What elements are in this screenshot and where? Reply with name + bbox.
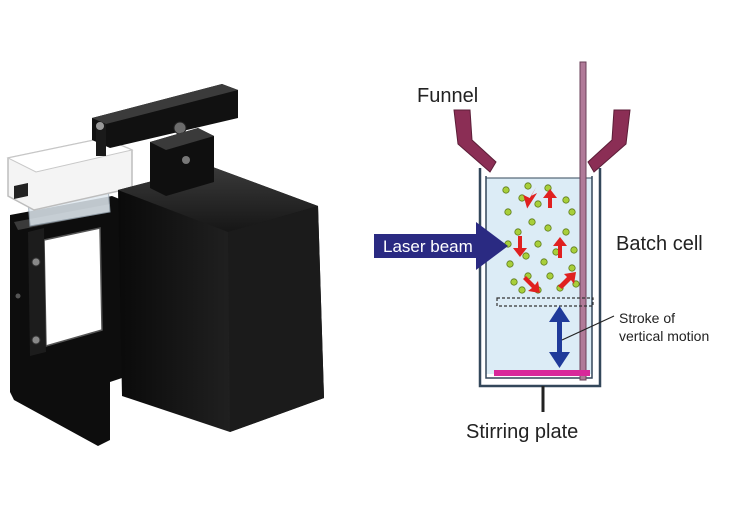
white-cap-notch (14, 183, 28, 199)
motion-arrows (513, 187, 576, 293)
screw-1 (31, 257, 41, 267)
plate-upper-position (496, 297, 594, 307)
label-stroke-line2: vertical motion (619, 328, 709, 344)
lever-arm (92, 84, 238, 148)
motion-arrow-5 (523, 276, 540, 293)
motion-arrow-2 (543, 189, 557, 208)
port-hole (15, 293, 21, 299)
motion-arrow-3 (513, 236, 527, 257)
device-window (43, 227, 103, 347)
schematic: Funnel Laser beam Batch cell Stroke of v… (374, 61, 709, 443)
label-batch-cell: Batch cell (616, 233, 703, 255)
batch-cell-inner (485, 176, 593, 379)
lever-arm-top (92, 84, 238, 124)
label-stroke-line1: Stroke of (619, 310, 675, 326)
label-stirring-plate: Stirring plate (466, 421, 578, 443)
batch-cell-outer (478, 168, 602, 388)
laser-beam-arrow (374, 222, 508, 270)
stirring-rod (579, 61, 587, 381)
post-block-top (150, 128, 214, 150)
stroke-arrow (549, 306, 570, 368)
device-photo (6, 84, 324, 446)
arm-post (96, 124, 106, 156)
motion-arrow-1 (523, 187, 538, 209)
stirring-plate (494, 370, 590, 376)
stroke-leader (561, 315, 615, 341)
screw-2 (31, 335, 41, 345)
motion-arrow-4 (553, 237, 567, 258)
block-screw (182, 156, 190, 164)
label-laser-beam: Laser beam (383, 237, 473, 256)
arm-screw (96, 122, 104, 130)
funnel-right (587, 109, 631, 173)
device-body-side (228, 206, 324, 432)
motion-arrow-6 (558, 272, 576, 289)
label-funnel: Funnel (417, 85, 478, 107)
funnel-left (453, 109, 497, 173)
